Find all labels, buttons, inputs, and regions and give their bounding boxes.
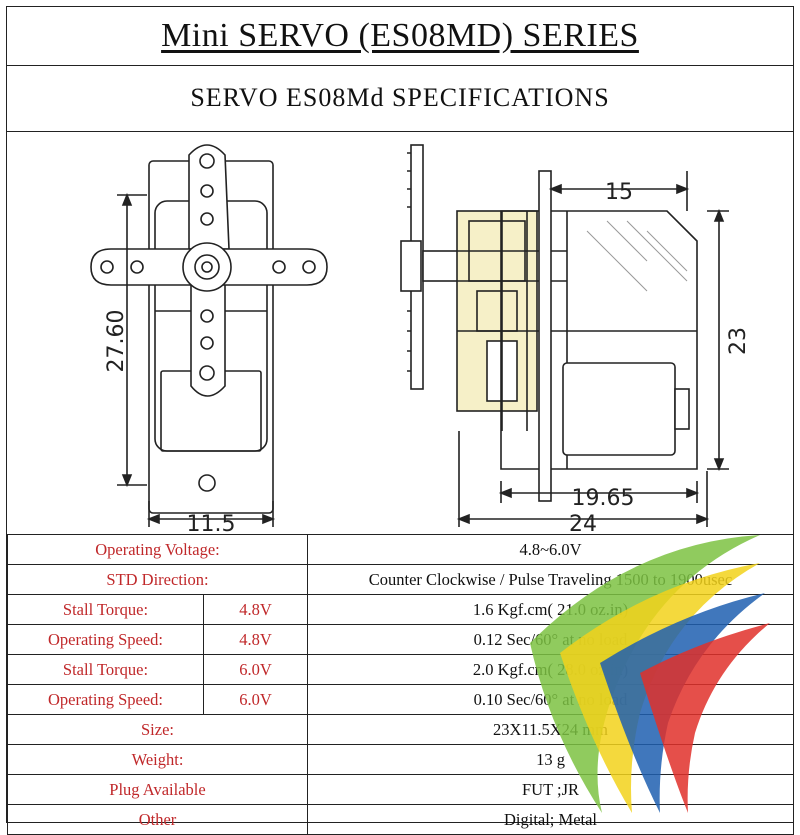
spec-voltage: 6.0V: [203, 684, 308, 715]
spec-label: Operating Speed:: [7, 684, 204, 715]
side-height-dim: 23: [726, 327, 751, 355]
spec-label: Size:: [7, 714, 308, 745]
spec-value: 4.8~6.0V: [307, 534, 794, 565]
spec-label: STD Direction:: [7, 564, 308, 595]
table-row: Operating Speed: 6.0V 0.10 Sec/60° at no…: [7, 684, 794, 715]
table-row: Weight: 13 g: [7, 744, 794, 775]
spec-value: 0.10 Sec/60° at no load: [307, 684, 794, 715]
mount-hole: [198, 474, 216, 492]
spec-voltage: 4.8V: [203, 594, 308, 625]
table-row: Other Digital; Metal: [7, 804, 794, 835]
table-row: STD Direction: Counter Clockwise / Pulse…: [7, 564, 794, 595]
side-body-outline: [500, 210, 698, 470]
motor: [562, 362, 676, 456]
front-width-dim: 11.5: [187, 512, 236, 534]
spec-voltage: 4.8V: [203, 624, 308, 655]
title-row: Mini SERVO (ES08MD) SERIES: [7, 7, 793, 66]
spec-label: Operating Speed:: [7, 624, 204, 655]
spec-label: Other: [7, 804, 308, 835]
front-height-dim: 27.60: [104, 310, 129, 373]
side-view: [400, 144, 729, 527]
spec-table: Operating Voltage: 4.8~6.0V STD Directio…: [7, 534, 794, 835]
spec-value: Digital; Metal: [307, 804, 794, 835]
spec-label: Plug Available: [7, 774, 308, 805]
side-total-dim: 24: [569, 512, 597, 534]
page-title: Mini SERVO (ES08MD) SERIES: [161, 17, 639, 54]
table-row: Operating Speed: 4.8V 0.12 Sec/60° at no…: [7, 624, 794, 655]
mount-flange: [538, 170, 552, 502]
spec-value: Counter Clockwise / Pulse Traveling 1500…: [307, 564, 794, 595]
front-view: [90, 144, 328, 527]
table-row: Stall Torque: 6.0V 2.0 Kgf.cm( 28.0 oz.i…: [7, 654, 794, 685]
spec-value: 23X11.5X24 mm: [307, 714, 794, 745]
horn-bottom-arm: [190, 280, 226, 397]
spec-label: Stall Torque:: [7, 654, 204, 685]
technical-drawing: 27.60 11.5: [7, 131, 793, 534]
spec-value: 0.12 Sec/60° at no load: [307, 624, 794, 655]
table-row: Size: 23X11.5X24 mm: [7, 714, 794, 745]
spec-value: 1.6 Kgf.cm( 21.0 oz.in): [307, 594, 794, 625]
page-subtitle: SERVO ES08Md SPECIFICATIONS: [190, 83, 610, 112]
subtitle-row: SERVO ES08Md SPECIFICATIONS: [7, 65, 793, 132]
spec-value: 2.0 Kgf.cm( 28.0 oz.in): [307, 654, 794, 685]
spec-label: Stall Torque:: [7, 594, 204, 625]
spec-voltage: 6.0V: [203, 654, 308, 685]
spec-label: Operating Voltage:: [7, 534, 308, 565]
table-row: Operating Voltage: 4.8~6.0V: [7, 534, 794, 565]
spec-value: FUT ;JR: [307, 774, 794, 805]
servo-drawing-svg: 27.60 11.5: [90, 144, 751, 534]
spec-label: Weight:: [7, 744, 308, 775]
spec-value: 13 g: [307, 744, 794, 775]
side-top-dim: 15: [605, 180, 633, 205]
table-row: Stall Torque: 4.8V 1.6 Kgf.cm( 21.0 oz.i…: [7, 594, 794, 625]
table-row: Plug Available FUT ;JR: [7, 774, 794, 805]
spec-sheet: Mini SERVO (ES08MD) SERIES SERVO ES08Md …: [6, 6, 794, 835]
side-body-dim: 19.65: [572, 486, 635, 511]
horn-hub: [182, 242, 232, 292]
